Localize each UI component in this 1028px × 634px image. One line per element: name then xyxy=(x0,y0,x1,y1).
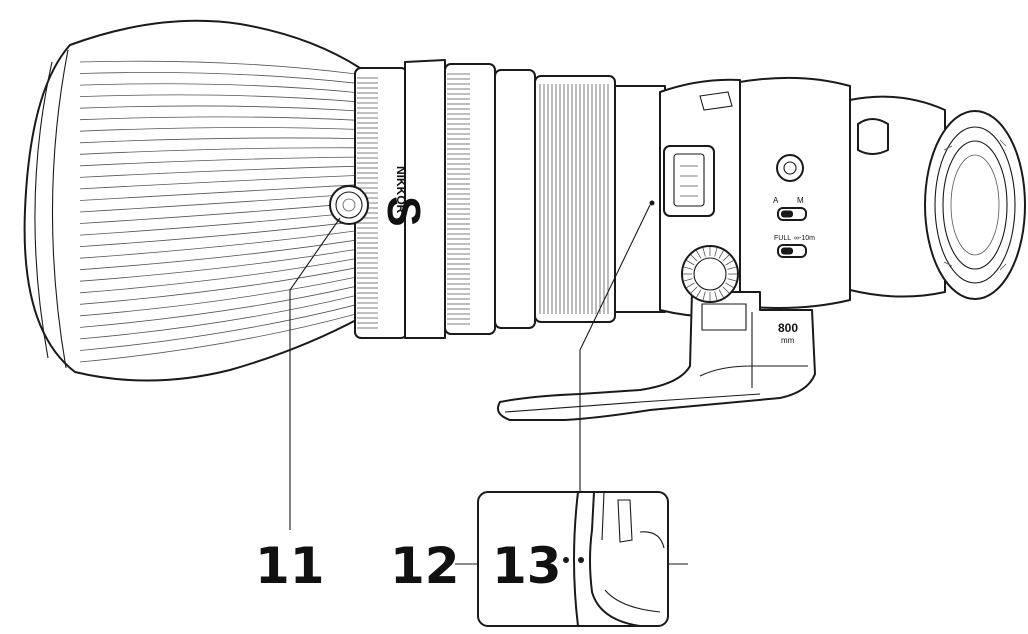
focal-length-unit: mm xyxy=(781,336,795,345)
middle-barrel xyxy=(444,63,666,335)
detail-inset xyxy=(477,491,669,627)
limit-label-range: ∞-10m xyxy=(794,235,815,242)
brand-section: NIKKOR S xyxy=(378,59,446,339)
memory-set-button[interactable] xyxy=(776,154,804,182)
lens-mount-section xyxy=(849,95,1026,300)
focus-limit-switch[interactable] xyxy=(777,244,807,258)
limit-label-full: FULL xyxy=(774,235,791,242)
focus-ring[interactable] xyxy=(534,75,616,323)
brand-word: NIKKOR xyxy=(394,166,408,214)
mounting-index-dot xyxy=(649,200,655,206)
brand-s-logo: S xyxy=(378,196,430,227)
tripod-collar: 800 mm xyxy=(497,291,816,421)
af-switch-label-a: A xyxy=(773,196,779,205)
callout-labels: 11 12 13 xyxy=(255,537,562,595)
af-switch-label-m: M xyxy=(797,196,804,205)
callout-11: 11 xyxy=(255,537,325,595)
callout-13: 13 xyxy=(492,537,562,595)
rear-barrel: A M FULL ∞-10m xyxy=(649,76,851,318)
inset-index-dot-13 xyxy=(578,557,584,563)
inset-index-dot-12 xyxy=(563,557,569,563)
focal-length-marking: 800 xyxy=(778,321,798,335)
lens-mount xyxy=(924,110,1026,300)
focus-mode-switch[interactable] xyxy=(777,207,807,221)
focus-function-button[interactable] xyxy=(329,185,369,225)
lens-hood xyxy=(23,19,361,382)
drop-in-filter-holder[interactable] xyxy=(663,145,715,217)
tripod-collar-knob[interactable] xyxy=(681,245,739,303)
callout-12: 12 xyxy=(390,537,460,595)
